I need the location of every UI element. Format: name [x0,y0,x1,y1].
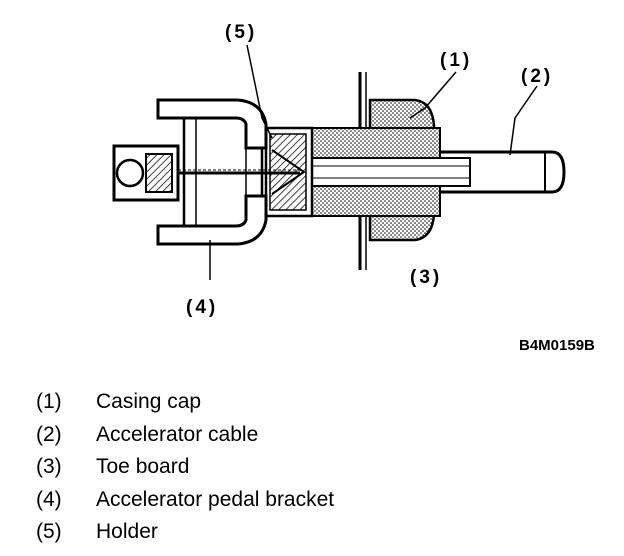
legend-item: (3) Toe board [36,451,334,484]
legend: (1) Casing cap (2) Accelerator cable (3) To… [36,386,334,549]
callout-holder: (5) [225,22,257,43]
cable-casing [299,127,471,217]
cable-mounting-diagram: (5) (1) (2) (3) (4) B4M0159B [112,22,595,354]
leader-lines [209,44,538,280]
callout-toe-board: (3) [410,267,442,288]
legend-number: (1) [36,390,62,413]
legend-number: (4) [36,487,62,511]
figure-code: B4M0159B [519,337,595,354]
legend-item: (1) Casing cap [36,386,334,419]
legend-number: (2) [36,422,62,446]
accelerator-pedal-bracket [156,98,268,246]
legend-item: (4) Accelerator pedal bracket [36,484,334,517]
legend-number: (5) [36,520,62,543]
legend-number: (3) [36,455,62,478]
legend-item: (2) Accelerator cable [36,419,334,452]
callout-casing-cap: (1) [440,50,472,71]
legend-label: Accelerator pedal bracket [96,487,335,511]
legend-label: Holder [96,520,158,543]
legend-item: (5) Holder [36,516,334,549]
legend-label: Accelerator cable [96,422,259,446]
cable-end-fitting [112,144,300,202]
callout-accelerator-cable: (2) [521,66,553,87]
callout-pedal-bracket: (4) [186,297,218,318]
legend-label: Toe board [96,455,190,478]
legend-label: Casing cap [96,390,202,413]
